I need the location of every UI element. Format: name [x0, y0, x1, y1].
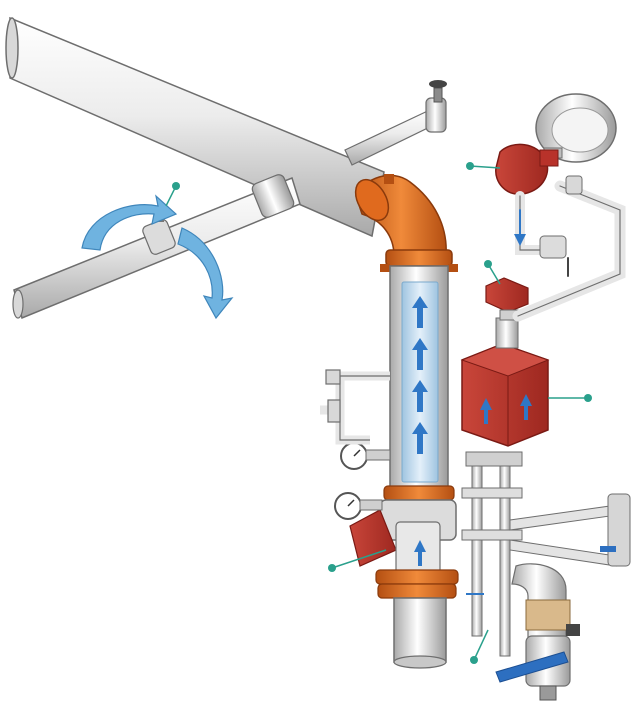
branch-pipe-upper: [344, 80, 447, 166]
accelerator-box: [460, 317, 550, 447]
top-valve-handle-icon: [429, 80, 447, 88]
trim-piping-left: [320, 369, 390, 445]
gauge-icon: [334, 492, 383, 520]
trim-piping-right: [512, 175, 626, 322]
alarm-bell: [535, 93, 617, 163]
valve-handle-icon: [495, 651, 569, 683]
riser-pipe: [383, 265, 455, 501]
flow-arrow-icon: [520, 394, 532, 420]
dry-pipe-valve-body: [349, 499, 459, 669]
riser-elbow: [354, 174, 458, 272]
flow-arrow-icon: [480, 398, 492, 424]
water-motor-alarm: [495, 143, 559, 195]
gauge-icon: [340, 442, 391, 470]
main-header-pipe: [5, 16, 385, 238]
trim-assembly-lower: [461, 451, 631, 701]
flow-arrow-icon: [412, 296, 428, 454]
valve-handle-icon: [600, 546, 616, 552]
cross-main-pipe: [12, 174, 301, 320]
flow-arrow-icon: [414, 540, 426, 566]
